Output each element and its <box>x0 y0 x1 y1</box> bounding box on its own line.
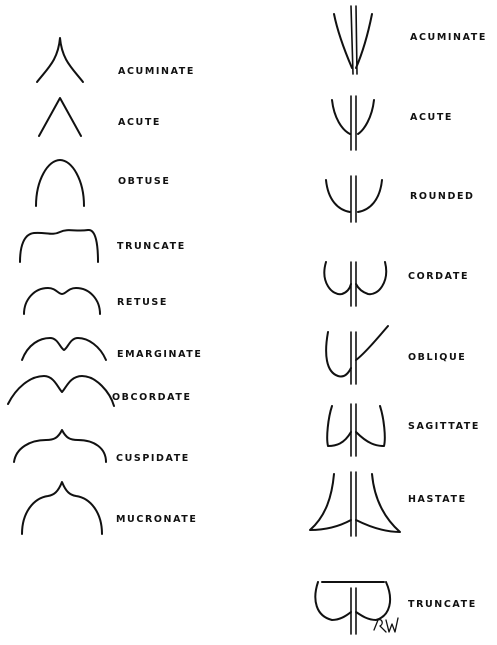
artist-signature <box>374 618 398 632</box>
base-oblique-outline <box>326 326 388 377</box>
apex-label-obtuse: OBTUSE <box>118 177 170 187</box>
apex-label-retuse: RETUSE <box>117 298 168 308</box>
apex-label-mucronate: MUCRONATE <box>116 515 197 525</box>
base-rounded-outline <box>326 180 382 212</box>
base-label-acute: ACUTE <box>410 113 453 123</box>
apex-label-truncate: TRUNCATE <box>117 242 186 252</box>
apex-cuspidate-outline <box>14 430 106 462</box>
apex-truncate-outline <box>20 230 98 262</box>
apex-label-obcordate: OBCORDATE <box>112 393 192 403</box>
base-label-truncate: TRUNCATE <box>408 600 477 610</box>
base-label-oblique: OBLIQUE <box>408 353 466 363</box>
apex-label-cuspidate: CUSPIDATE <box>116 454 190 464</box>
apex-label-emarginate: EMARGINATE <box>117 350 202 360</box>
apex-label-acute: ACUTE <box>118 118 161 128</box>
apex-acuminate-outline <box>37 38 83 82</box>
apex-label-acuminate: ACUMINATE <box>118 67 195 77</box>
base-acuminate-petiole-2 <box>356 6 357 74</box>
apex-emarginate-outline <box>22 338 106 360</box>
apex-acute-outline <box>39 98 81 136</box>
base-label-acuminate: ACUMINATE <box>410 33 487 43</box>
apex-obtuse-outline <box>36 160 84 206</box>
apex-mucronate-outline <box>22 482 102 534</box>
base-truncate-outline <box>315 582 390 620</box>
base-label-cordate: CORDATE <box>408 272 469 282</box>
base-hastate-outline <box>310 474 400 532</box>
base-label-rounded: ROUNDED <box>410 192 475 202</box>
base-label-sagittate: SAGITTATE <box>408 422 480 432</box>
base-label-hastate: HASTATE <box>408 495 467 505</box>
apex-obcordate-outline <box>8 376 114 406</box>
apex-retuse-outline <box>24 288 100 314</box>
base-acute-outline <box>332 100 374 134</box>
